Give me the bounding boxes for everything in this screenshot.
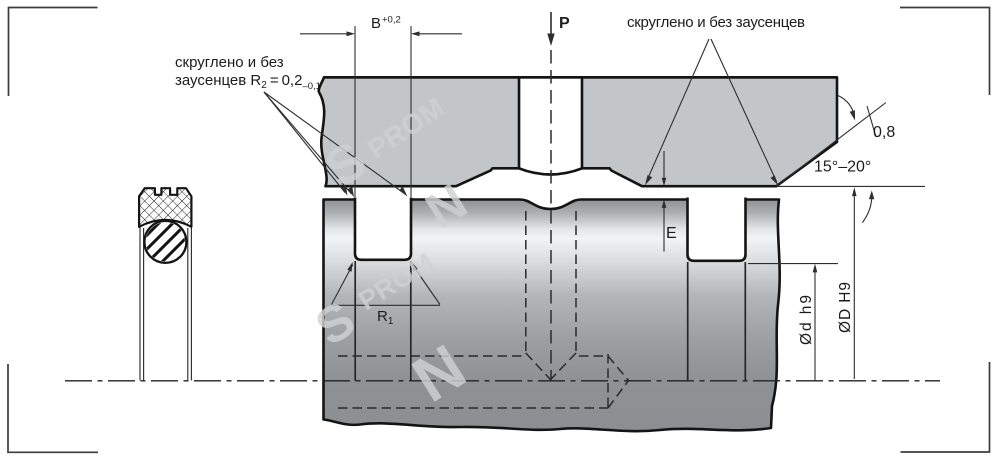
svg-text:заусенцев R2 = 0,2–0,1: заусенцев R2 = 0,2–0,1 (175, 72, 321, 92)
svg-text:P: P (559, 15, 570, 32)
svg-text:B: B (371, 15, 381, 32)
svg-text:+0,2: +0,2 (382, 15, 401, 26)
svg-text:15°–20°: 15°–20° (814, 159, 871, 176)
svg-text:ØD H9: ØD H9 (837, 282, 854, 333)
svg-text:0,8: 0,8 (873, 124, 895, 141)
svg-text:Ød h9: Ød h9 (798, 295, 815, 345)
svg-text:скруглено и без: скруглено и без (175, 54, 284, 71)
svg-text:E: E (666, 225, 677, 242)
svg-text:скруглено и без заусенцев: скруглено и без заусенцев (627, 14, 805, 31)
